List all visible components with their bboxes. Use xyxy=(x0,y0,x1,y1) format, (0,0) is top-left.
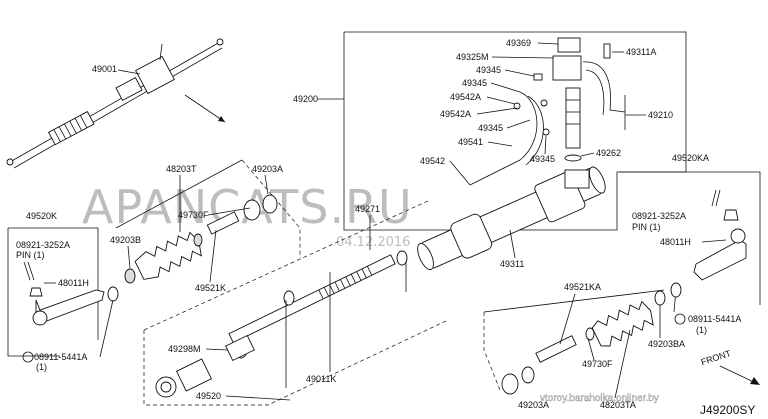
front-label: FRONT xyxy=(700,348,733,367)
label-pin-left: PIN (1) xyxy=(16,250,45,260)
steering-gear-assembly-illustration xyxy=(6,38,226,169)
rack-housing-illustration xyxy=(417,166,606,270)
label-49011K: 49011K xyxy=(306,374,336,384)
label-pin-right: PIN (1) xyxy=(632,222,661,232)
label-08921-right: 08921-3252A xyxy=(632,211,686,221)
label-49262: 49262 xyxy=(596,148,621,158)
label-49345-a: 49345 xyxy=(476,65,501,75)
rack-and-seals-illustration xyxy=(155,250,408,398)
diagram-code: J49200SY xyxy=(700,403,755,417)
label-49520K: 49520K xyxy=(26,211,57,221)
label-49521KA: 49521KA xyxy=(564,282,601,292)
label-48203TA: 48203TA xyxy=(600,400,636,410)
label-49203BA: 49203BA xyxy=(648,339,685,349)
label-49541: 49541 xyxy=(458,137,483,147)
label-49311: 49311 xyxy=(500,259,524,269)
label-49345-b: 49345 xyxy=(462,78,487,88)
valve-parts-illustration xyxy=(469,37,626,186)
label-49521K: 49521K xyxy=(195,283,226,293)
label-49542A-1: 49542A xyxy=(450,92,481,102)
label-49203B: 49203B xyxy=(110,235,141,245)
label-48011H-right: 48011H xyxy=(660,237,691,247)
watermark-date: 04.12.2016 xyxy=(336,235,410,250)
label-qty-left: (1) xyxy=(36,362,47,372)
label-49200: 49200 xyxy=(293,94,318,104)
label-49271: 49271 xyxy=(355,204,380,214)
right-boot-illustration xyxy=(501,282,682,395)
label-49001: 49001 xyxy=(92,64,117,74)
label-49730F-right: 49730F xyxy=(582,359,613,369)
label-49345-d: 49345 xyxy=(530,154,555,164)
front-arrow-icon xyxy=(719,365,759,385)
label-08911-right: 08911-5441A xyxy=(688,314,741,324)
label-49345-c: 49345 xyxy=(478,123,503,133)
left-tie-rod-end-illustration xyxy=(23,261,105,326)
label-49325M: 49325M xyxy=(456,52,489,62)
label-08911-left: 08911-5441A xyxy=(34,352,87,362)
gear-box-outline xyxy=(343,31,687,231)
label-49311A: 49311A xyxy=(626,47,656,57)
left-boot-illustration xyxy=(107,194,278,302)
label-49520: 49520 xyxy=(196,391,221,401)
label-49210: 49210 xyxy=(648,110,673,120)
label-49298M: 49298M xyxy=(168,344,201,354)
label-49369: 49369 xyxy=(506,38,531,48)
label-49730F: 49730F xyxy=(178,210,209,220)
label-49542A-2: 49542A xyxy=(440,109,471,119)
label-08921-left: 08921-3252A xyxy=(16,240,70,250)
label-49203A-right: 49203A xyxy=(518,400,549,410)
right-tie-rod-end-illustration xyxy=(693,189,747,281)
label-49520KA: 49520KA xyxy=(672,153,709,163)
source-footer: vtoroy.baraholka.onliner.by xyxy=(540,393,659,404)
label-48203T: 48203T xyxy=(166,164,197,174)
label-48011H-left: 48011H xyxy=(58,278,89,288)
label-49203A: 49203A xyxy=(252,164,283,174)
label-qty-right: (1) xyxy=(696,325,707,335)
label-49542: 49542 xyxy=(420,156,445,166)
